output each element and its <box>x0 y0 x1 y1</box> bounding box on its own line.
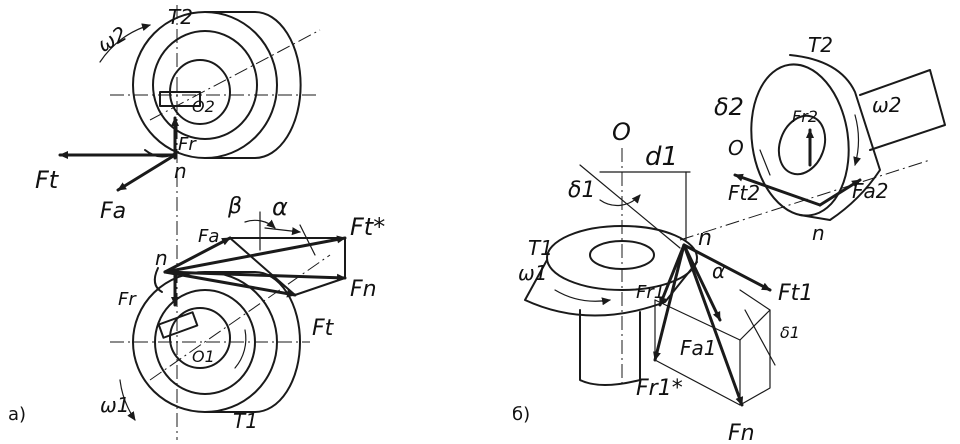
gear1-label: T1 <box>528 236 553 260</box>
force-box-outline <box>654 289 771 406</box>
upper-omega-arrow <box>99 23 151 63</box>
bevel-gear2-rim <box>789 54 881 221</box>
fa1-label: Fa1 <box>680 336 716 360</box>
lower-gear-label: T1 <box>233 409 258 433</box>
panel-b-caption: б) <box>512 404 530 425</box>
lower-gear-t1 <box>110 254 331 421</box>
gear2-omega-label: ω2 <box>872 93 901 117</box>
upper-gear-keyway <box>159 91 201 107</box>
fr1-label: Fr1 <box>636 282 665 303</box>
lower-fr-label: Fr <box>118 289 137 310</box>
lower-gear-diag-axis <box>149 254 331 381</box>
lower-ft-arrow <box>163 270 297 298</box>
bevel-gear2-rot <box>853 114 862 166</box>
lower-gear-keyway <box>157 311 199 339</box>
bevel-gear1-top <box>546 225 698 291</box>
delta1-arc <box>599 194 641 207</box>
force-box-edge2 <box>739 309 771 341</box>
parallelogram-diag <box>229 237 296 296</box>
ft-star-arrow <box>163 235 347 274</box>
bevel-gear1-hub <box>589 240 655 270</box>
axis-o-label: O <box>612 118 631 146</box>
lower-omega-label: ω1 <box>100 393 129 417</box>
upper-gear-t2 <box>99 11 321 159</box>
upper-gear-body <box>204 11 302 159</box>
panel-a: T2 ω2 O2 Ft Fa Fr n n Fa β α Ft* Fn Ft F… <box>8 5 385 440</box>
bevel-gear1-rot <box>554 289 611 306</box>
point-n-right: n <box>812 221 825 245</box>
fr1-star-label: Fr1* <box>636 376 683 401</box>
alpha-ref-line <box>299 224 316 256</box>
fa1-arrow <box>682 243 722 322</box>
upper-gear-label: T2 <box>168 5 193 29</box>
upper-fa-label: Fa <box>100 199 126 224</box>
panel-a-caption: a) <box>8 404 26 425</box>
lower-gear-rot-mark <box>234 329 247 369</box>
bevel-gear2-hub <box>777 114 827 176</box>
beta-label: β <box>227 194 242 219</box>
delta1-small-line <box>744 309 776 366</box>
ft1-label: Ft1 <box>778 281 813 306</box>
lower-point-n: n <box>155 246 168 270</box>
panel-b: O d1 δ1 T1 ω1 n Fr1 α Ft1 δ1 Fa1 Fr1* Fn… <box>512 33 946 444</box>
upper-fr-label: Fr <box>178 134 197 155</box>
cone-generatrix <box>579 164 681 249</box>
lower-ft-label: Ft <box>312 316 335 341</box>
lower-fn-label: Fn <box>350 277 377 302</box>
fr1-star-arrow <box>653 243 686 362</box>
force-box-mid <box>654 299 741 341</box>
d1-label: d1 <box>645 142 678 172</box>
fn-b-label: Fn <box>728 421 755 444</box>
ft-star-label: Ft* <box>350 213 385 241</box>
upper-gear-diag-axis <box>149 29 321 121</box>
lower-omega-arrow <box>119 379 136 421</box>
gear1-omega-label: ω1 <box>518 261 547 285</box>
bevel-gear-t2 <box>733 54 946 221</box>
ft2-arrow <box>733 173 822 207</box>
delta1-small-label: δ1 <box>780 323 800 342</box>
upper-omega-label: ω2 <box>93 21 131 57</box>
upper-center-label: O2 <box>192 97 215 116</box>
bevel-gear2-face <box>750 63 850 217</box>
upper-point-n: n <box>174 159 187 183</box>
ft1-arrow <box>682 243 772 292</box>
lower-gear-body <box>204 271 301 413</box>
delta2-ref <box>759 149 771 176</box>
fr1-arrow <box>658 243 686 307</box>
lower-fa-label: Fa <box>198 226 219 247</box>
bevel-gear1-shaft <box>579 309 641 386</box>
point-n-top: n <box>698 226 712 251</box>
axis-o-right-label: O <box>728 136 744 160</box>
parallelogram-bottom <box>294 277 346 296</box>
bevel-gear2-shaft <box>859 69 946 151</box>
bevel-gear-t1 <box>524 225 698 386</box>
gear2-label: T2 <box>808 33 833 57</box>
upper-gear-face <box>132 11 278 159</box>
fr2-label: Fr2 <box>792 107 818 126</box>
lower-fn-arrow <box>163 270 347 282</box>
alpha-arc <box>264 227 301 236</box>
fa2-label: Fa2 <box>852 179 888 203</box>
fa2-arrow <box>818 178 862 207</box>
upper-gear-rim <box>152 30 258 140</box>
beta-arc <box>244 219 276 229</box>
lower-gear-hub <box>169 307 231 369</box>
lower-fa-arrow <box>163 236 232 274</box>
upper-contact-mark <box>144 149 179 158</box>
bevel-force-box <box>653 243 776 407</box>
alpha-label: α <box>272 193 288 221</box>
lower-center-label: O1 <box>192 347 215 366</box>
upper-ft-label: Ft <box>35 166 60 194</box>
lower-contact-mark <box>153 267 163 293</box>
alpha-b-label: α <box>712 259 725 283</box>
ft2-label: Ft2 <box>728 181 760 205</box>
fn-arrow <box>682 243 744 407</box>
delta1-label: δ1 <box>568 178 595 203</box>
delta2-label: δ2 <box>714 93 744 121</box>
lower-force-parallelogram <box>153 211 347 307</box>
upper-fa-arrow <box>116 153 177 192</box>
